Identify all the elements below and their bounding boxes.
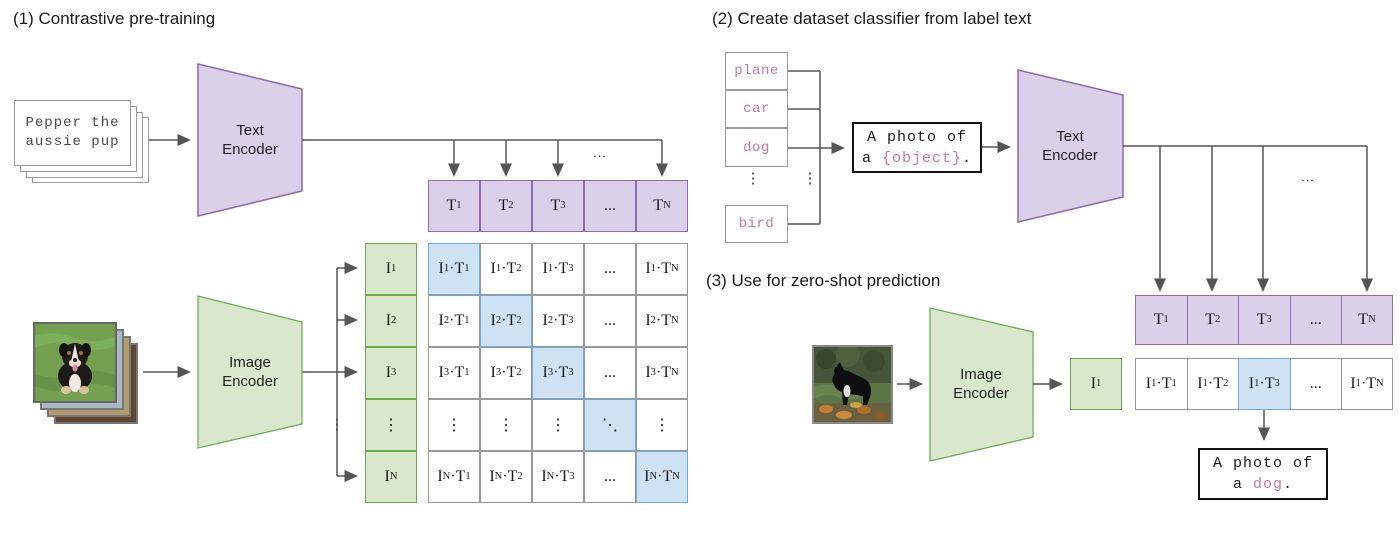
text-encoder-2-label: Text Encoder — [1042, 128, 1098, 164]
label-box-plane: plane — [725, 52, 788, 90]
text-encoder-1-shape — [197, 63, 303, 217]
query-dog-photo-art — [814, 347, 891, 422]
matrix-cell-3-3: ⋱ — [584, 399, 636, 451]
label-box-bird: bird — [725, 205, 788, 243]
puppy-photo-art — [35, 324, 115, 401]
text-snippet-stack: Pepper the aussie pup — [14, 100, 154, 190]
prediction-output-box: A photo of a dog. — [1198, 448, 1328, 500]
t-right-cell-dots: ... — [1289, 295, 1342, 345]
image-encoder-2-shape — [929, 307, 1034, 462]
i-cell-dots: ⋮ — [365, 399, 417, 451]
label-bus-dots: ⋮ — [802, 170, 818, 187]
prompt-template-box: A photo of a {object}. — [852, 122, 982, 173]
image-encoder-2-label: Image Encoder — [953, 366, 1009, 402]
caption-line-1: Pepper the — [25, 115, 120, 131]
section3-arrows — [897, 378, 1270, 441]
caption-line-2: aussie pup — [25, 134, 120, 150]
matrix-cell-3-4: ⋮ — [636, 399, 688, 451]
section2-arrows — [788, 70, 1373, 292]
text-sheet-front: Pepper the aussie pup — [14, 100, 131, 166]
text-encoder-1-label: Text Encoder — [222, 122, 278, 158]
query-dog-photo — [812, 345, 893, 424]
t-cell-dots: ... — [584, 180, 636, 232]
output-line2-post: . — [1283, 476, 1294, 493]
matrix-cell-1-3: ... — [584, 295, 636, 347]
image-encoder-1-shape — [197, 295, 303, 449]
matrix-cell-0-3: ... — [584, 243, 636, 295]
prompt-line-2: a {object}. — [862, 148, 972, 169]
matrix-cell-3-1: ⋮ — [480, 399, 532, 451]
image-bus-dots: ⋮ — [329, 416, 345, 433]
matrix-cell-3-0: ⋮ — [428, 399, 480, 451]
prompt-line2-pre: a — [861, 149, 882, 167]
matrix-cell-2-3: ... — [584, 347, 636, 399]
section1-arrows — [141, 134, 668, 482]
logit-cell-dots: ... — [1289, 358, 1342, 410]
prompt-line-1: A photo of — [866, 128, 967, 146]
output-line-2: a dog. — [1233, 474, 1293, 495]
section3-title: (3) Use for zero-shot prediction — [706, 271, 941, 290]
output-line2-pre: a — [1232, 476, 1253, 493]
section2-title: (2) Create dataset classifier from label… — [712, 9, 1032, 28]
matrix-cell-3-2: ⋮ — [532, 399, 584, 451]
prompt-line2-post: . — [962, 149, 973, 167]
matrix-cell-4-3: ... — [584, 451, 636, 503]
output-object: dog — [1252, 476, 1283, 493]
output-line-1: A photo of — [1212, 455, 1313, 472]
t-row-right-ellipsis: ... — [1301, 168, 1315, 184]
image-stack — [33, 322, 158, 432]
label-box-dog: dog — [725, 128, 788, 167]
t-row-ellipsis: ... — [593, 144, 607, 160]
image-encoder-1-label: Image Encoder — [222, 354, 278, 390]
label-box-car: car — [725, 90, 788, 128]
label-column-dots: ⋮ — [745, 170, 761, 187]
puppy-photo — [33, 322, 117, 403]
text-encoder-2-shape — [1017, 69, 1124, 223]
prompt-object: {object} — [881, 149, 962, 167]
section1-title: (1) Contrastive pre-training — [13, 9, 216, 28]
